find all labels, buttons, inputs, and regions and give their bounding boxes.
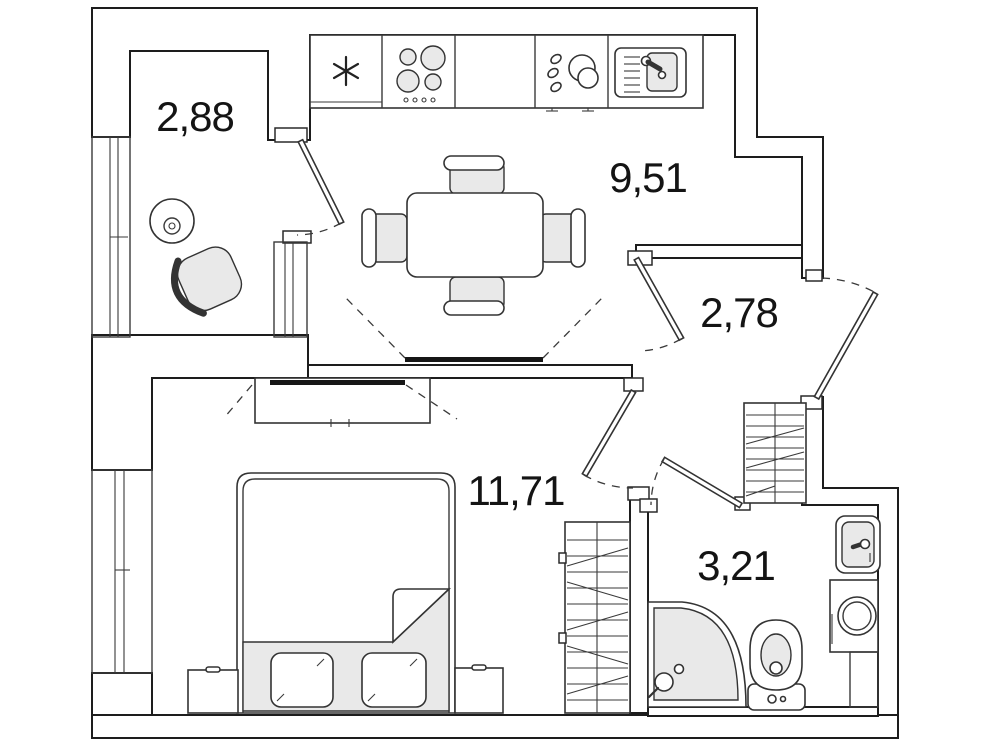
kitchen-sink-icon [614, 47, 687, 98]
sliding-partition-bar [405, 357, 543, 362]
wall-top [91, 7, 824, 279]
bathroom-door [650, 456, 744, 509]
loggia-door [296, 138, 345, 236]
bedroom-furniture [187, 377, 631, 714]
label-hallway-area: 2,78 [700, 289, 778, 336]
chair-right [539, 208, 586, 268]
nightstand-right [454, 664, 504, 714]
jamb-partition-top [627, 486, 650, 501]
hallway-furniture [743, 402, 807, 504]
label-kitchen-area: 9,51 [609, 154, 687, 201]
kitchen-hall-door [633, 256, 685, 352]
dining-table [406, 192, 544, 278]
kitchen-counter [309, 34, 704, 112]
bedroom-shelving-closet [558, 521, 631, 714]
windows [91, 136, 308, 674]
loggia-furniture [149, 198, 243, 317]
bedroom-door [581, 388, 637, 489]
jamb-loggia-window [282, 230, 312, 244]
loggia-window-left [91, 136, 131, 338]
wall-kitchen-hall [635, 244, 803, 259]
wall-left-bottom [91, 672, 153, 716]
chair-bottom [443, 276, 505, 316]
chair-top [443, 155, 505, 195]
dish-rack-icon [546, 53, 599, 112]
pillow-left [270, 652, 334, 708]
wardrobe [223, 377, 458, 427]
blanket-fold [392, 588, 452, 644]
wall-living-bedroom [307, 364, 633, 379]
label-loggia-area: 2,88 [156, 93, 234, 140]
loggia-armchair [171, 246, 243, 317]
loggia-french-window [273, 241, 308, 338]
corner-shower-icon [647, 601, 747, 708]
pillow-right [361, 652, 427, 708]
dining-set [361, 155, 586, 316]
hall-shelving-closet [743, 402, 807, 504]
room-labels: 2,88 9,51 2,78 11,71 3,21 [156, 93, 779, 589]
toilet-icon [747, 619, 806, 711]
label-bathroom-area: 3,21 [697, 542, 775, 589]
loggia-round-table [149, 198, 195, 244]
jamb-bathroom-left [639, 498, 658, 513]
jamb-loggia-door [274, 127, 308, 143]
wall-bedroom-partition [629, 487, 649, 714]
washing-machine-icon [829, 579, 879, 653]
chair-left [361, 208, 408, 268]
living-bedroom-opening [344, 296, 604, 362]
freezer-asterisk-icon [332, 55, 360, 87]
washbasin-icon [835, 515, 881, 574]
bedroom-window [91, 469, 153, 674]
wall-bottom [91, 714, 899, 739]
nightstand-left [187, 666, 239, 714]
double-bed [236, 472, 456, 714]
label-bedroom-area: 11,71 [468, 467, 565, 514]
entrance-door [813, 277, 879, 401]
duct [849, 651, 879, 708]
jamb-entrance-top [805, 269, 823, 282]
jamb-bedroom-door [623, 377, 644, 392]
cooktop-icon [396, 45, 446, 103]
doors [296, 138, 879, 509]
bathroom-fixtures [647, 515, 881, 711]
